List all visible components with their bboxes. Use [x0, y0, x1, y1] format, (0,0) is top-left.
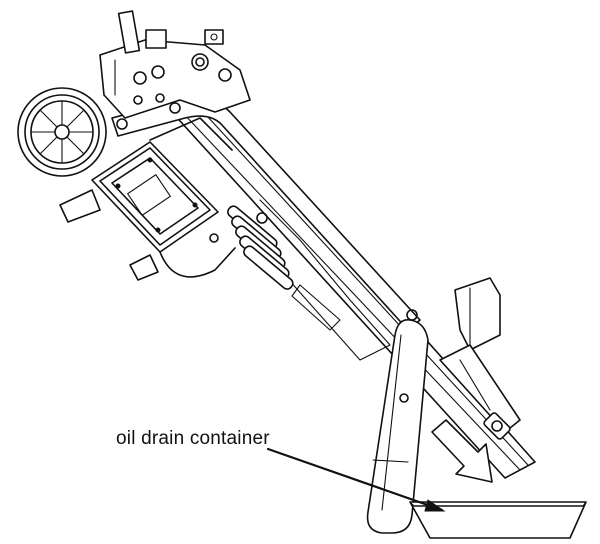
oil-drain-container [409, 501, 587, 539]
cooling-coil [209, 205, 294, 290]
cylinder-end-fitting [439, 344, 521, 440]
motor-housing [59, 117, 236, 281]
callout-label: oil drain container [116, 428, 270, 449]
control-valve-block [99, 10, 251, 119]
drain-flow-arrow [431, 419, 493, 483]
lower-handle [366, 309, 429, 534]
wheel [17, 87, 107, 177]
callout-arrow [266, 447, 446, 512]
rear-wedge-plate [454, 277, 501, 351]
